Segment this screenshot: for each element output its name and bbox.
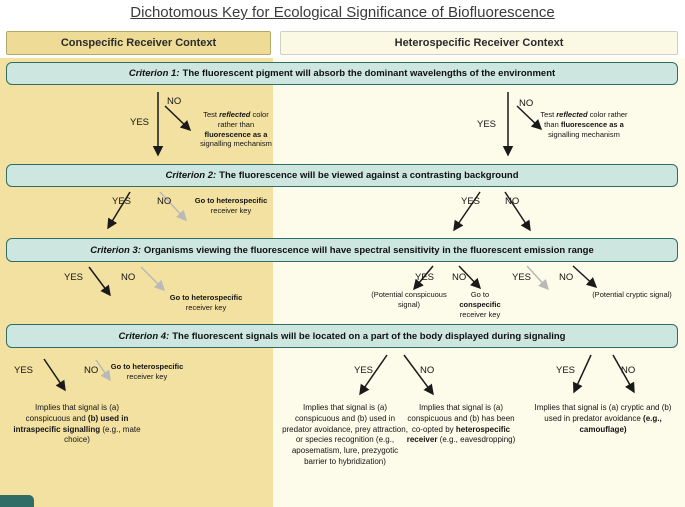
note-text-bold: Go to heterospecific [169, 293, 243, 302]
criterion-3-bar: Criterion 3: Organisms viewing the fluor… [6, 238, 678, 262]
note-text: signalling mechanism [548, 129, 620, 139]
criterion-1-text: The fluorescent pigment will absorb the … [182, 68, 556, 79]
label-yes-c2-right: YES [461, 196, 481, 207]
outcome-text: Implies that signal is (a) conspicuous a… [25, 403, 120, 423]
diagram-title: Dichotomous Key for Ecological Significa… [130, 4, 555, 21]
label-yes-c3-left: YES [64, 272, 84, 283]
outcome-text-bold: (b) used in intraspecific signalling [13, 413, 129, 434]
outcome-text: Implies that signal is (a) conspicuous a… [407, 403, 515, 434]
note-goto-heterospecific-c2: Go to heterospecific receiver key [192, 196, 270, 216]
criterion-3-text: Organisms viewing the fluorescence will … [143, 244, 594, 256]
note-text-bold: fluorescence as a [204, 129, 268, 139]
label-no-c4-right-2: NO [621, 365, 636, 376]
label-no-c4-right-1: NO [420, 365, 435, 376]
outcome-text-bold: heterospecific receiver [406, 424, 511, 445]
label-no-c2-left: NO [157, 196, 172, 207]
criterion-1-label: Criterion 1: [128, 68, 180, 79]
outcome-text: Implies that signal is (a) cryptic and (… [534, 403, 672, 423]
outcome-intraspecific-signalling: Implies that signal is (a) conspicuous a… [12, 403, 142, 446]
watermark-badge [0, 495, 34, 507]
conspecific-panel [0, 58, 273, 507]
note-text: Test [540, 110, 557, 119]
outcome-text: (e.g., eavesdropping) [437, 435, 516, 445]
label-yes-c1-left: YES [130, 117, 150, 128]
label-no-c3-right-1: NO [452, 272, 467, 283]
criterion-1-bar: Criterion 1: The fluorescent pigment wil… [6, 62, 678, 85]
note-text-italic: reflected [219, 110, 251, 119]
label-yes-c4-left: YES [14, 365, 34, 376]
label-no-c3-left: NO [121, 272, 136, 283]
note-text: color rather than [544, 110, 628, 129]
outcome-predator-prey-species: Implies that signal is (a) conspicuous a… [282, 403, 408, 466]
label-no-c2-right: NO [505, 196, 520, 207]
criterion-2-text: The fluorescence will be viewed against … [219, 170, 519, 181]
note-text: receiver key [185, 302, 227, 312]
note-text: signalling mechanism [200, 139, 272, 149]
note-potential-conspicuous: (Potential conspicuous signal) [371, 290, 447, 309]
label-yes-c1-right: YES [477, 119, 497, 130]
note-text-bold: Go to heterospecific [194, 196, 268, 205]
conspecific-header: Conspecific Receiver Context [6, 31, 271, 55]
note-text-bold: Go to heterospecific [110, 362, 184, 371]
note-test-reflected-left: Test reflected color rather than fluores… [196, 110, 276, 149]
label-yes-c4-right-1: YES [354, 365, 374, 376]
label-yes-c3-right-2: YES [512, 272, 532, 283]
label-no-c1-right: NO [519, 98, 534, 109]
criterion-2-bar: Criterion 2: The fluorescence will be vi… [6, 164, 678, 187]
criterion-2-label: Criterion 2: [165, 170, 217, 181]
label-yes-c4-right-2: YES [556, 365, 576, 376]
label-yes-c2-left: YES [112, 196, 132, 207]
heterospecific-header: Heterospecific Receiver Context [280, 31, 678, 55]
outcome-text: (e.g., mate choice) [64, 424, 141, 445]
outcome-cryptic-camouflage: Implies that signal is (a) cryptic and (… [526, 403, 680, 435]
note-text: color rather than [217, 110, 269, 129]
note-text: receiver key [126, 371, 168, 381]
label-no-c3-right-2: NO [559, 272, 574, 283]
criterion-4-text: The fluorescent signals will be located … [172, 330, 566, 342]
outcome-coopted: Implies that signal is (a) conspicuous a… [404, 403, 518, 446]
note-text-bold: fluorescence as a [560, 119, 624, 129]
label-yes-c3-right-1: YES [415, 272, 435, 283]
note-goto-heterospecific-c4: Go to heterospecific receiver key [108, 362, 186, 382]
label-no-c1-left: NO [167, 96, 182, 107]
note-text: Go to [470, 290, 490, 299]
note-goto-conspecific: Go to conspecific receiver key [449, 290, 511, 319]
criterion-3-label: Criterion 3: [90, 244, 141, 256]
note-text: receiver key [210, 205, 252, 215]
outcome-text-bold: (e.g., camouflage) [579, 413, 662, 434]
note-test-reflected-right: Test reflected color rather than fluores… [538, 110, 630, 139]
note-potential-cryptic: (Potential cryptic signal) [592, 290, 672, 299]
criterion-4-label: Criterion 4: [118, 330, 170, 342]
note-text-bold: conspecific [459, 299, 501, 309]
note-goto-heterospecific-c3: Go to heterospecific receiver key [167, 293, 245, 313]
note-text: receiver key [459, 309, 501, 319]
label-no-c4-left: NO [84, 365, 99, 376]
criterion-4-bar: Criterion 4: The fluorescent signals wil… [6, 324, 678, 348]
note-text-italic: reflected [556, 110, 588, 119]
note-text: Test [203, 110, 220, 119]
